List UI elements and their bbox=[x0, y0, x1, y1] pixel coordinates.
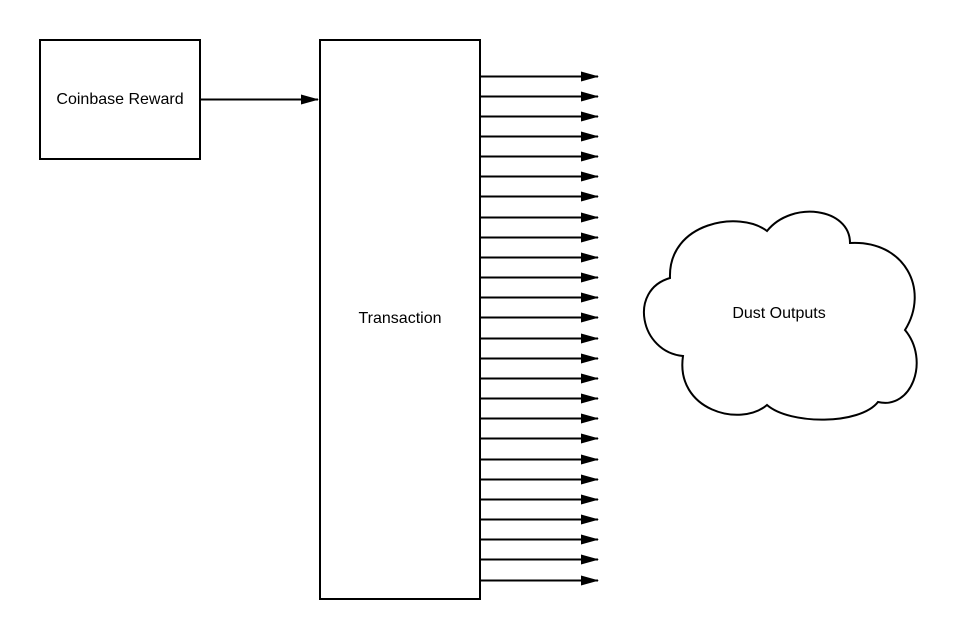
dust-outputs-node[interactable]: Dust Outputs bbox=[643, 210, 918, 421]
transaction-output-arrows bbox=[481, 71, 599, 586]
coinbase-reward-label: Coinbase Reward bbox=[56, 91, 183, 108]
transaction-box bbox=[319, 39, 481, 600]
transaction-label: Transaction bbox=[359, 310, 442, 327]
coinbase-reward-node[interactable]: Coinbase Reward bbox=[39, 39, 201, 160]
transaction-node[interactable]: Transaction bbox=[319, 39, 481, 600]
dust-outputs-cloud bbox=[643, 210, 918, 421]
coinbase-reward-box bbox=[39, 39, 201, 160]
dust-outputs-label: Dust Outputs bbox=[732, 305, 825, 322]
